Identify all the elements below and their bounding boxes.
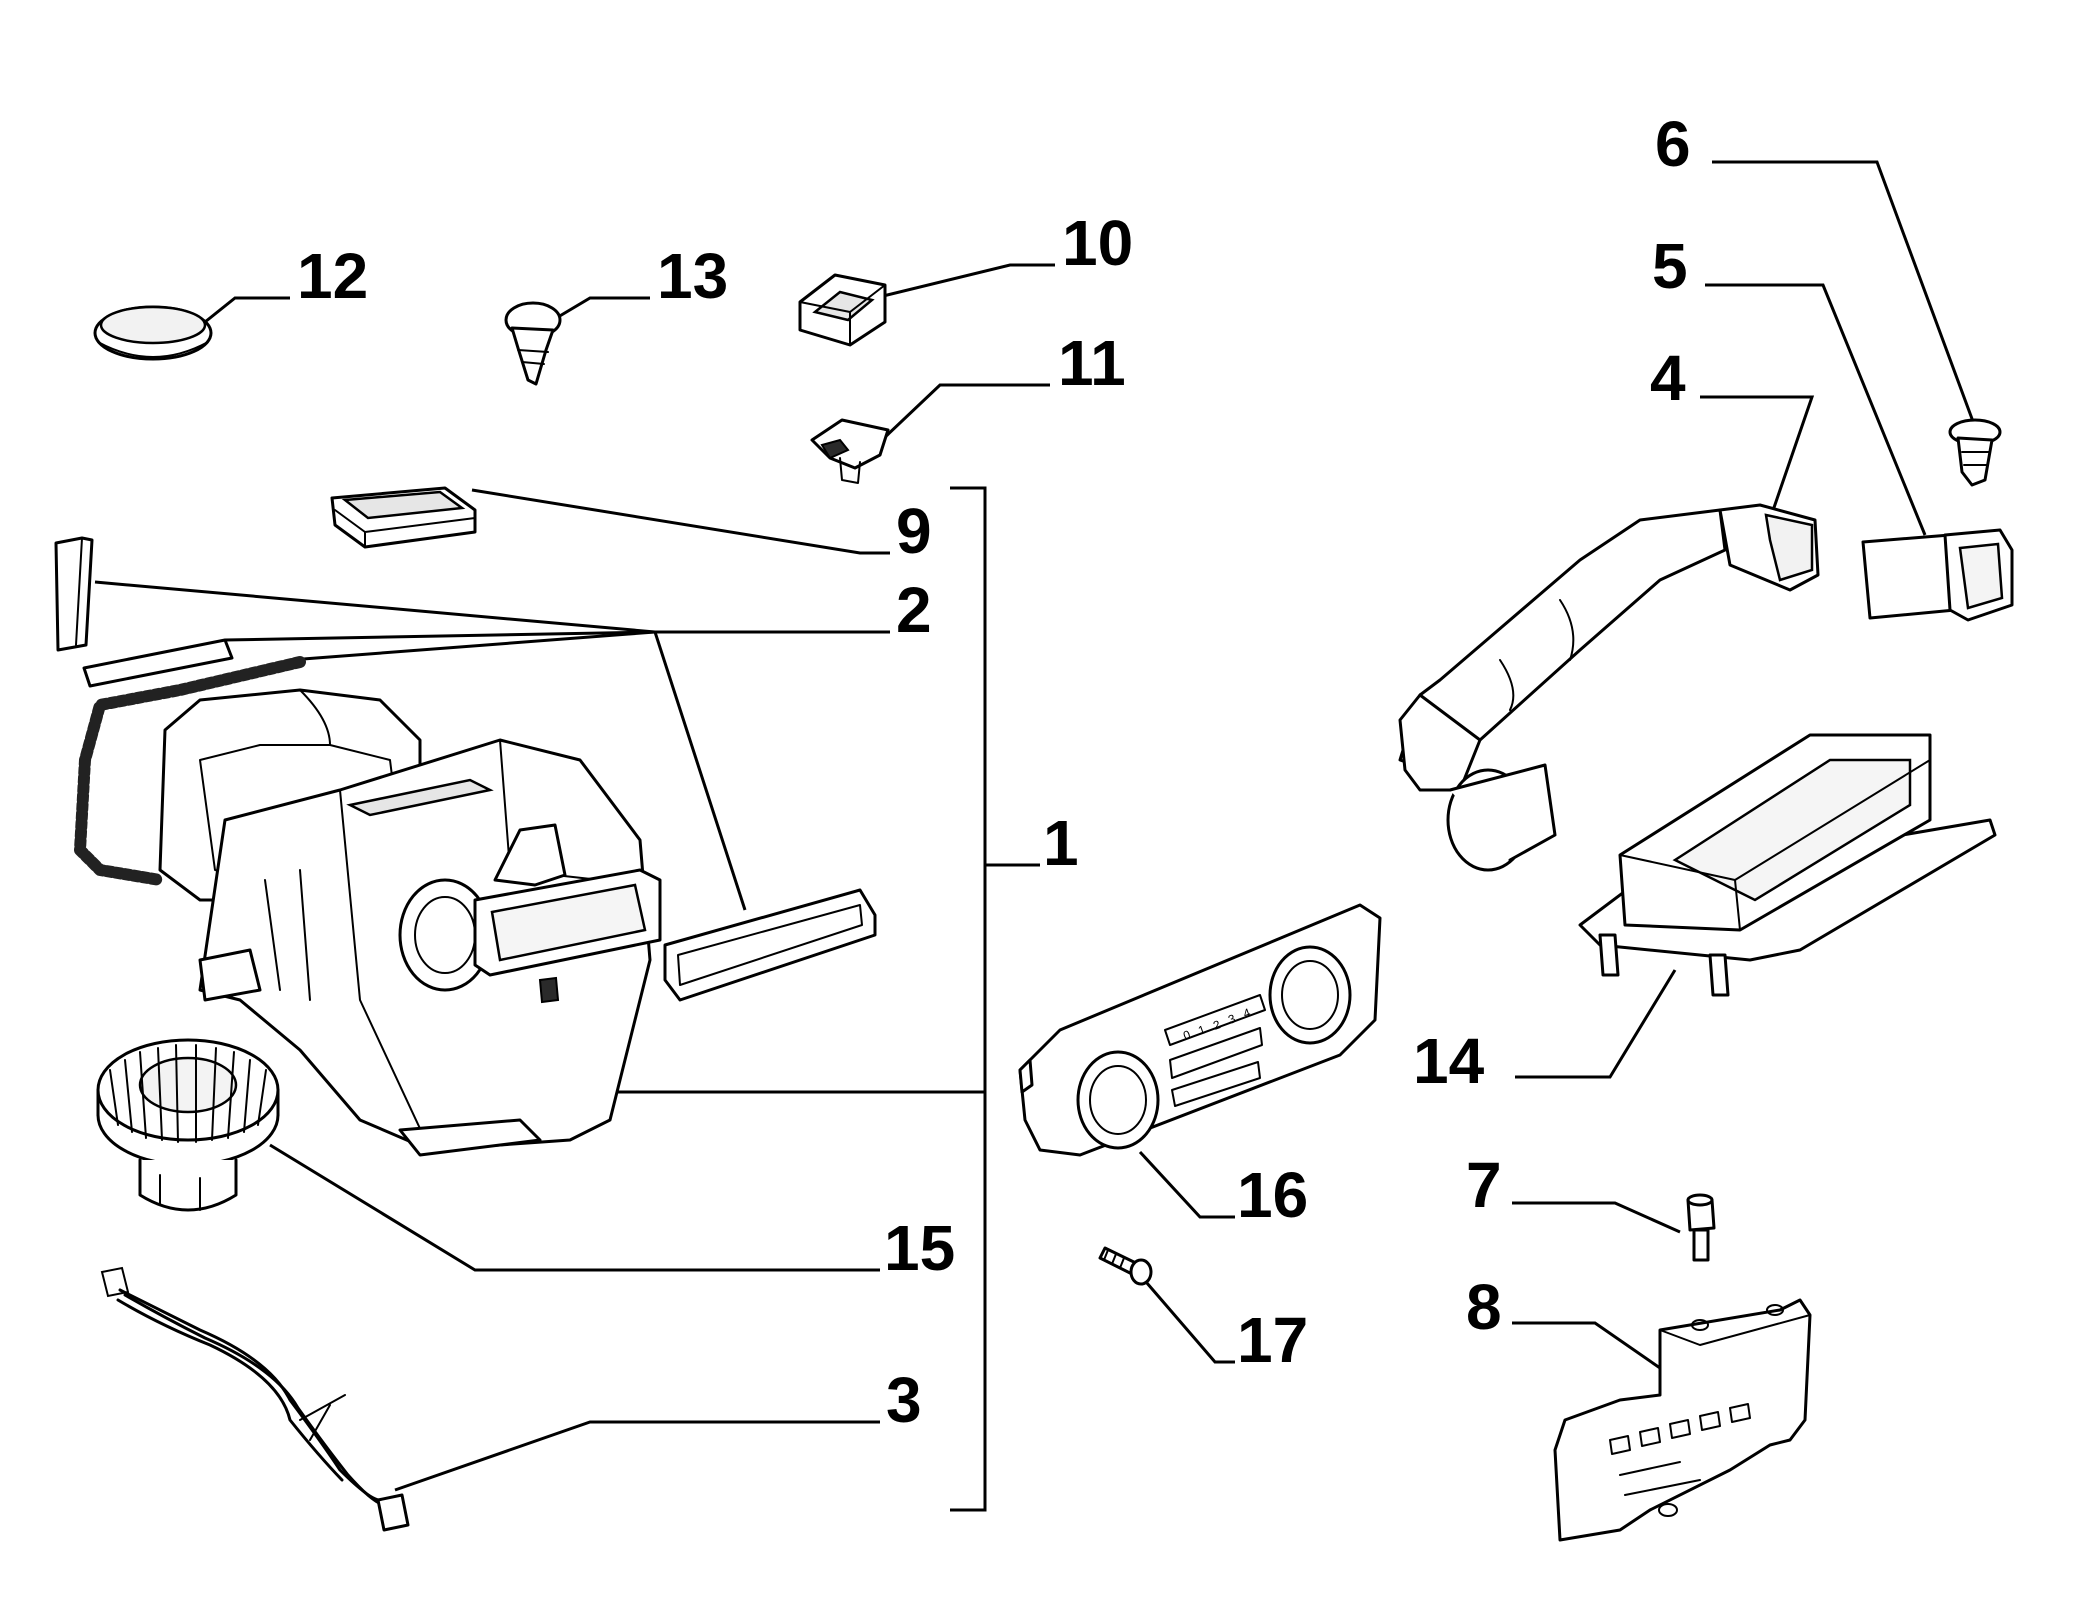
part-2-seals <box>54 536 877 1002</box>
leader-lines <box>94 160 1980 1512</box>
part-6-push-rivet <box>1948 418 2002 487</box>
part-9-filter-frame <box>330 486 477 549</box>
callout-labels: 1 2 3 4 5 6 7 8 9 10 11 12 13 14 15 16 1… <box>297 108 1691 1436</box>
part-17-screw <box>1098 1246 1153 1286</box>
fan-speed-2: 2 <box>1211 1017 1222 1033</box>
fan-speed-0: 0 <box>1181 1027 1192 1043</box>
part-10-clip-bracket <box>798 273 887 347</box>
part-5-duct-adaptor <box>1861 528 2014 622</box>
part-1-heater-housing <box>158 688 662 1157</box>
part-12-plug-cap <box>93 305 213 361</box>
part-15-blower-fan <box>96 1038 280 1212</box>
fan-speed-scale: 0 1 2 3 4 <box>1181 1005 1252 1043</box>
fan-speed-4: 4 <box>1241 1005 1252 1021</box>
callout-9: 9 <box>896 495 932 567</box>
callout-6: 6 <box>1655 108 1691 180</box>
part-11-small-bracket <box>810 418 890 484</box>
part-13-push-clip <box>504 301 562 386</box>
callout-17: 17 <box>1237 1304 1308 1376</box>
part-4-air-duct <box>1398 503 1820 872</box>
part-14-filter-housing <box>1578 733 1997 997</box>
callout-8: 8 <box>1466 1271 1502 1343</box>
part-8-mounting-bracket <box>1553 1298 1812 1542</box>
fan-speed-3: 3 <box>1226 1011 1237 1027</box>
part-3-wiring-harness <box>100 1266 410 1532</box>
callout-10: 10 <box>1062 207 1133 279</box>
callout-16: 16 <box>1237 1159 1308 1231</box>
part-16-control-panel: 0 1 2 3 4 <box>1018 903 1382 1157</box>
callout-14: 14 <box>1413 1025 1485 1097</box>
callout-11: 11 <box>1058 327 1126 399</box>
callout-13: 13 <box>657 240 728 312</box>
callout-4: 4 <box>1650 342 1686 414</box>
callout-15: 15 <box>884 1212 955 1284</box>
fan-speed-1: 1 <box>1196 1022 1207 1038</box>
callout-12: 12 <box>297 240 368 312</box>
callout-3: 3 <box>886 1364 922 1436</box>
callout-5: 5 <box>1652 230 1688 302</box>
callout-2: 2 <box>896 574 932 646</box>
part-7-bolt <box>1686 1193 1716 1262</box>
callout-1: 1 <box>1043 807 1079 879</box>
callout-7: 7 <box>1466 1149 1502 1221</box>
